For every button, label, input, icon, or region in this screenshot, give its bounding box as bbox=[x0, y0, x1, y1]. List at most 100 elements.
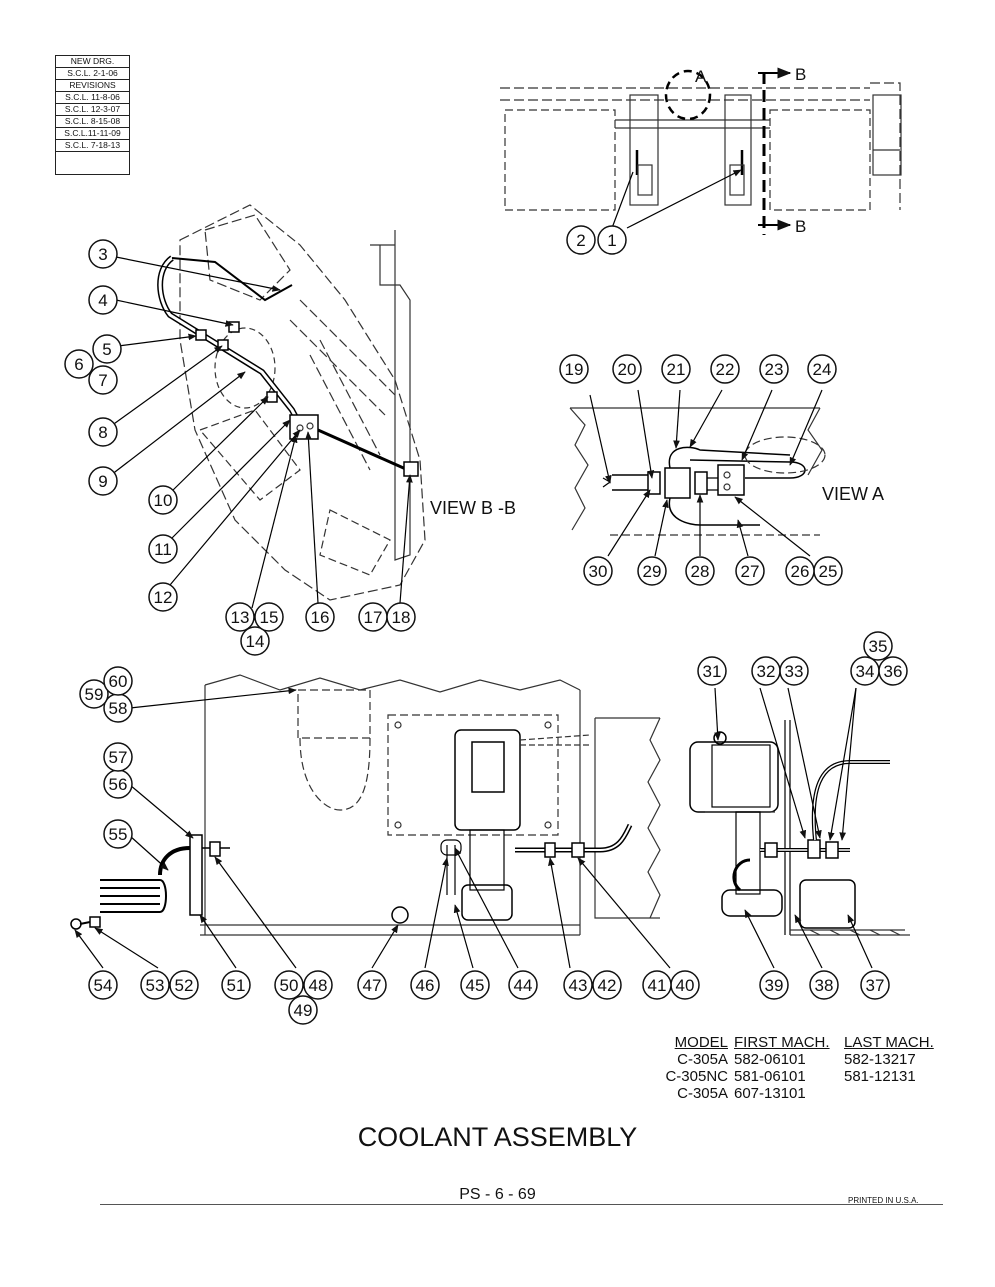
callout-number: 25 bbox=[819, 562, 838, 581]
callout-a-label: A bbox=[695, 67, 707, 86]
pump-side-view bbox=[689, 687, 910, 969]
callout-balloon: 1 bbox=[597, 225, 627, 255]
callout-number: 55 bbox=[109, 825, 128, 844]
callout-balloon: 28 bbox=[685, 556, 715, 586]
callout-number: 35 bbox=[869, 637, 888, 656]
callout-balloon: 44 bbox=[508, 970, 538, 1000]
callout-balloon: 6 bbox=[64, 349, 94, 379]
callout-balloon: 10 bbox=[148, 485, 178, 515]
callout-balloon: 34 bbox=[850, 656, 880, 686]
callout-balloon: 60 bbox=[103, 666, 133, 696]
callout-balloon: 26 bbox=[785, 556, 815, 586]
callout-balloon: 18 bbox=[386, 602, 416, 632]
callout-number: 4 bbox=[98, 291, 107, 310]
callout-number: 22 bbox=[716, 360, 735, 379]
callout-balloon: 55 bbox=[103, 819, 133, 849]
callout-number: 1 bbox=[607, 231, 616, 250]
callout-balloon: 51 bbox=[221, 970, 251, 1000]
rev-label: REVISIONS bbox=[56, 80, 129, 92]
view-a-label: VIEW A bbox=[822, 484, 885, 504]
top-view bbox=[500, 67, 902, 235]
callout-balloon: 27 bbox=[735, 556, 765, 586]
last-mach-col-header: LAST MACH. bbox=[844, 1034, 934, 1051]
callout-balloon: 50 bbox=[274, 970, 304, 1000]
callout-number: 2 bbox=[576, 231, 585, 250]
model-table-row: C-305A 607-13101 bbox=[645, 1085, 954, 1102]
callout-balloon: 9 bbox=[88, 466, 118, 496]
callout-number: 46 bbox=[416, 976, 435, 995]
callout-number: 36 bbox=[884, 662, 903, 681]
first-mach-cell: 582-06101 bbox=[734, 1051, 806, 1068]
callout-balloon: 17 bbox=[358, 602, 388, 632]
callout-number: 28 bbox=[691, 562, 710, 581]
rev-entry: S.C.L. 7-18-13 bbox=[56, 140, 129, 152]
model-col-header: MODEL bbox=[674, 1034, 728, 1051]
last-mach-cell bbox=[844, 1085, 954, 1102]
callout-number: 41 bbox=[648, 976, 667, 995]
view-a bbox=[569, 389, 826, 557]
rev-new-date: S.C.L. 2-1-06 bbox=[56, 68, 129, 80]
callout-number: 30 bbox=[589, 562, 608, 581]
callout-number: 16 bbox=[311, 608, 330, 627]
callout-number: 58 bbox=[109, 699, 128, 718]
callout-balloon: 23 bbox=[759, 354, 789, 384]
callout-balloon: 47 bbox=[357, 970, 387, 1000]
callout-number: 57 bbox=[109, 748, 128, 767]
callout-balloon: 33 bbox=[779, 656, 809, 686]
callout-number: 44 bbox=[514, 976, 533, 995]
callout-balloon: 24 bbox=[807, 354, 837, 384]
callout-balloon: 31 bbox=[697, 656, 727, 686]
callout-number: 33 bbox=[785, 662, 804, 681]
callout-balloon: 46 bbox=[410, 970, 440, 1000]
callout-balloon: 15 bbox=[254, 602, 284, 632]
callout-balloon: 25 bbox=[813, 556, 843, 586]
callout-number: 21 bbox=[667, 360, 686, 379]
callout-number: 29 bbox=[643, 562, 662, 581]
callout-number: 24 bbox=[813, 360, 832, 379]
callout-balloon: 2 bbox=[566, 225, 596, 255]
footer-rule bbox=[100, 1204, 943, 1205]
model-table-row: C-305A 582-06101 582-13217 bbox=[645, 1051, 954, 1068]
callout-balloon: 56 bbox=[103, 769, 133, 799]
callout-balloon: 21 bbox=[661, 354, 691, 384]
callout-balloon: 32 bbox=[751, 656, 781, 686]
model-cell: C-305A bbox=[677, 1085, 728, 1102]
callout-number: 31 bbox=[703, 662, 722, 681]
callout-number: 59 bbox=[85, 685, 104, 704]
callout-number: 54 bbox=[94, 976, 113, 995]
section-b-label-bottom: B bbox=[795, 217, 806, 236]
callout-number: 48 bbox=[309, 976, 328, 995]
callout-number: 3 bbox=[98, 245, 107, 264]
rev-entry: S.C.L.11-11-09 bbox=[56, 128, 129, 140]
callout-balloon: 37 bbox=[860, 970, 890, 1000]
callout-number: 52 bbox=[175, 976, 194, 995]
callout-number: 38 bbox=[815, 976, 834, 995]
callout-number: 6 bbox=[74, 355, 83, 374]
callout-number: 19 bbox=[565, 360, 584, 379]
callout-balloon: 59 bbox=[79, 679, 109, 709]
callout-balloon: 45 bbox=[460, 970, 490, 1000]
callout-balloon: 43 bbox=[563, 970, 593, 1000]
view-bb bbox=[110, 204, 426, 609]
page-number: PS - 6 - 69 bbox=[459, 1186, 536, 1203]
first-mach-cell: 581-06101 bbox=[734, 1068, 806, 1085]
callout-balloon: 41 bbox=[642, 970, 672, 1000]
callout-number: 17 bbox=[364, 608, 383, 627]
callout-balloon: 4 bbox=[88, 285, 118, 315]
callout-balloon: 16 bbox=[305, 602, 335, 632]
callout-balloon: 54 bbox=[88, 970, 118, 1000]
rev-entry: S.C.L. 12-3-07 bbox=[56, 104, 129, 116]
callout-number: 32 bbox=[757, 662, 776, 681]
model-table-row: C-305NC 581-06101 581-12131 bbox=[645, 1068, 954, 1085]
callout-balloon: 53 bbox=[140, 970, 170, 1000]
callout-balloon: 11 bbox=[148, 534, 178, 564]
first-mach-cell: 607-13101 bbox=[734, 1085, 806, 1102]
callout-number: 40 bbox=[676, 976, 695, 995]
callout-number: 13 bbox=[231, 608, 250, 627]
callout-balloon: 8 bbox=[88, 417, 118, 447]
callout-balloon: 13 bbox=[225, 602, 255, 632]
callout-number: 23 bbox=[765, 360, 784, 379]
drawing-title: COOLANT ASSEMBLY bbox=[357, 1122, 638, 1152]
callout-balloon: 58 bbox=[103, 693, 133, 723]
